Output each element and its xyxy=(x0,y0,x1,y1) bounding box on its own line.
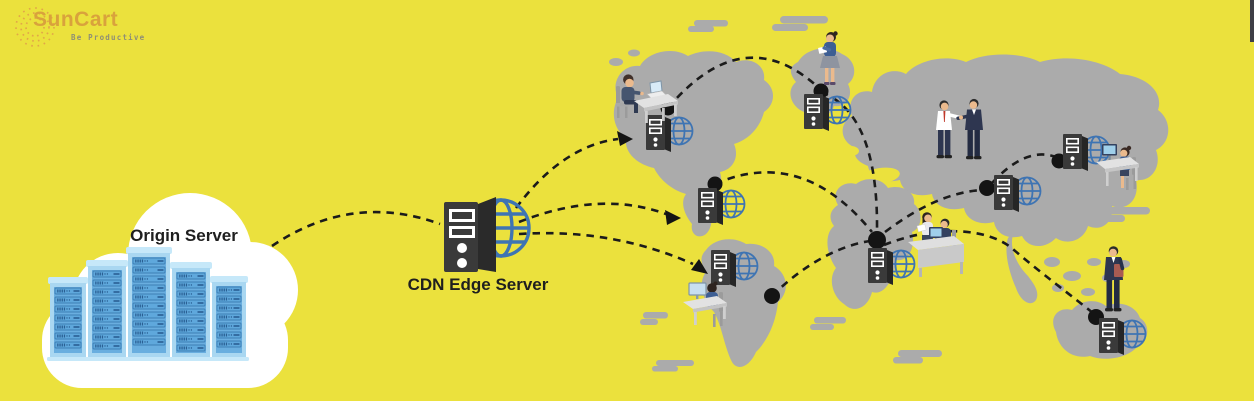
network-nodes xyxy=(660,83,1104,325)
origin-server-group: Origin Server xyxy=(42,193,298,388)
link-middle-east-to-east-asia xyxy=(991,153,1057,184)
woman-at-computer-desk-east-asia xyxy=(1096,144,1139,190)
businessman-standing-australia xyxy=(1104,246,1125,312)
link-north-america-to-greenland xyxy=(667,56,821,109)
continent-eurasia xyxy=(842,54,1169,247)
node-east-asia xyxy=(1051,153,1067,169)
link-origin-to-cdn xyxy=(271,210,441,248)
server-rack xyxy=(169,262,213,361)
link-cdn-to-north-america xyxy=(514,137,619,209)
cdn-server-tower xyxy=(444,202,478,272)
node-south-america xyxy=(764,288,780,304)
node-north-africa-hub xyxy=(868,231,886,249)
businessmen-handshake-europe xyxy=(936,98,983,160)
brand-name: SunCart xyxy=(33,8,119,31)
server-rack xyxy=(125,247,173,361)
link-south-america-to-hub xyxy=(771,239,871,297)
brand-tagline: Be Productive xyxy=(71,33,146,42)
cdn-edge-server-label: CDN Edge Server xyxy=(408,275,549,294)
link-cdn-to-south-america xyxy=(518,231,694,266)
arrow-to-north-america xyxy=(617,131,633,146)
team-at-desk-africa-hub xyxy=(908,212,964,277)
origin-server-label: Origin Server xyxy=(130,226,238,245)
server-rack xyxy=(85,260,129,361)
server-door xyxy=(478,197,496,272)
sea-cutout xyxy=(843,146,859,156)
sky-clouds xyxy=(640,16,1150,372)
cdn-edge-server-group: CDN Edge Server xyxy=(408,197,549,294)
man-at-laptop-desk-north-america xyxy=(616,74,678,123)
world-map xyxy=(609,16,1169,372)
server-rack xyxy=(209,276,249,361)
island xyxy=(609,58,623,66)
woman-at-computer-desk-south-america xyxy=(683,281,727,327)
node-middle-east xyxy=(979,180,995,196)
woman-sitting-reading-greenland xyxy=(818,31,840,85)
server-rack xyxy=(47,277,89,361)
page-edge-artifact xyxy=(1250,0,1254,42)
link-central-america-to-hub xyxy=(714,171,874,233)
peninsula-south-asia xyxy=(1006,232,1038,304)
edge-server-icon-central-america xyxy=(697,187,746,226)
continent-north-america xyxy=(613,51,773,237)
link-hub-to-middle-east xyxy=(884,188,984,234)
node-central-america xyxy=(707,176,723,192)
sun-rays-icon xyxy=(15,7,55,47)
arrow-to-central-america xyxy=(665,210,681,225)
suncart-logo[interactable]: SunCart Be Productive xyxy=(14,2,154,50)
origin-server-racks xyxy=(47,247,249,361)
arrow-to-south-america xyxy=(691,259,708,274)
island xyxy=(628,49,640,57)
arrowheads xyxy=(617,131,708,274)
link-cdn-to-central-america xyxy=(518,202,667,224)
